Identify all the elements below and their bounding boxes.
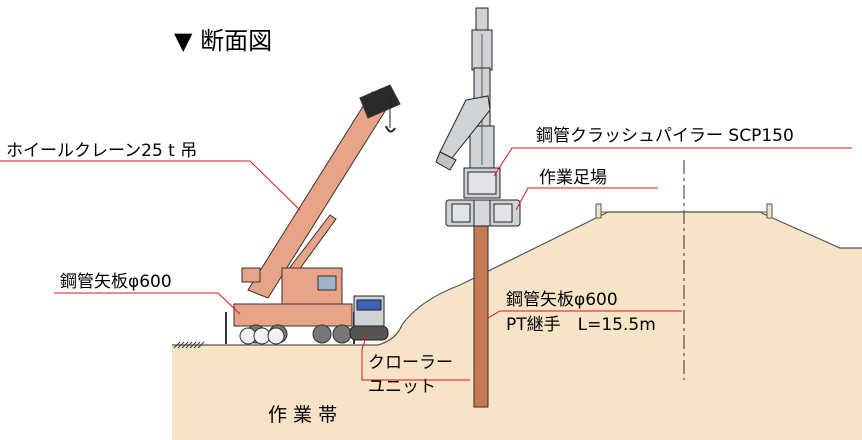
section-title: ▼ 断面図	[174, 27, 272, 55]
sheet-pile-left-label: 鋼管矢板φ600	[60, 272, 172, 292]
crawler-unit-label-2: ユニット	[368, 377, 436, 397]
scaffold-label: 作業足場	[539, 168, 607, 188]
ground-hatch	[173, 341, 205, 349]
ground-body	[172, 212, 862, 440]
crane-label: ホイールクレーン25 t 吊	[6, 141, 197, 161]
pt-joint-label: PT継手 L=15.5m	[506, 315, 656, 335]
leader-lines	[0, 147, 852, 381]
crane-boom	[247, 91, 393, 299]
piler-label: 鋼管クラッシュパイラー SCP150	[536, 126, 794, 146]
ground-surface-line	[172, 211, 862, 346]
pipe-pile-stock	[239, 327, 285, 345]
crush-piler	[435, 7, 521, 227]
wheel-crane	[225, 84, 401, 344]
ground	[172, 160, 862, 440]
steel-pipe-pile	[473, 224, 489, 408]
work-zone-label: 作 業 帯	[268, 404, 337, 426]
crawler-unit	[349, 295, 389, 341]
sheet-pile-right-label: 鋼管矢板φ600	[506, 290, 618, 310]
crawler-unit-label-1: クローラー	[368, 353, 453, 373]
